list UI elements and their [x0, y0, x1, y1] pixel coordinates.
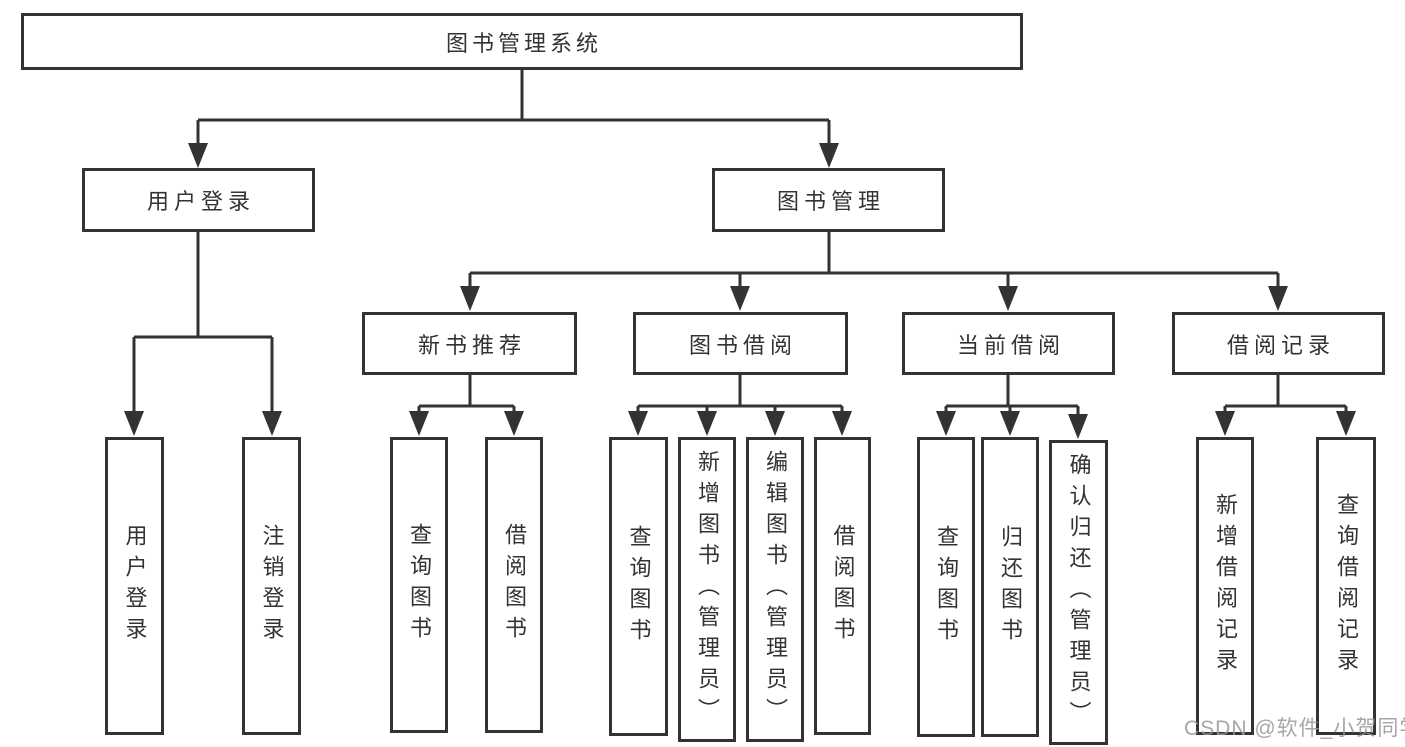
- leaf-return-books: 归还图书: [981, 437, 1039, 737]
- leaf-newbooks-query-label: 查询图书: [407, 523, 432, 647]
- leaf-confirm-return-admin: 确认归还（管理员）: [1049, 440, 1108, 745]
- leaf-add-book-admin: 新增图书（管理员）: [678, 437, 736, 742]
- node-borrow-records-label: 借阅记录: [1226, 332, 1335, 358]
- node-book-management: 图书管理: [712, 168, 945, 232]
- node-new-book-recommend-label: 新书推荐: [417, 332, 526, 358]
- leaf-newbooks-query: 查询图书: [390, 437, 448, 733]
- node-current-borrow-label: 当前借阅: [956, 332, 1065, 358]
- leaf-add-book-admin-label: 新增图书（管理员）: [695, 450, 720, 729]
- node-user-login: 用户登录: [82, 168, 315, 232]
- node-current-borrow: 当前借阅: [902, 312, 1115, 375]
- leaf-confirm-return-admin-label: 确认归还（管理员）: [1066, 453, 1092, 732]
- leaf-borrow-books-label: 借阅图书: [830, 524, 856, 648]
- leaf-newbooks-borrow: 借阅图书: [485, 437, 543, 733]
- leaf-logout-label: 注销登录: [259, 524, 285, 648]
- node-root: 图书管理系统: [21, 13, 1023, 70]
- node-book-management-label: 图书管理: [776, 189, 885, 214]
- leaf-newbooks-borrow-label: 借阅图书: [502, 523, 527, 647]
- leaf-borrow-query-books: 查询图书: [609, 437, 668, 736]
- leaf-add-borrow-record: 新增借阅记录: [1196, 437, 1254, 735]
- leaf-current-query-books: 查询图书: [917, 437, 975, 737]
- leaf-user-login-label: 用户登录: [122, 524, 148, 648]
- leaf-logout: 注销登录: [242, 437, 301, 735]
- leaf-current-query-books-label: 查询图书: [934, 525, 959, 649]
- node-borrow-records: 借阅记录: [1172, 312, 1385, 375]
- node-user-login-label: 用户登录: [146, 189, 255, 214]
- leaf-add-borrow-record-label: 新增借阅记录: [1213, 493, 1238, 679]
- leaf-borrow-query-books-label: 查询图书: [626, 524, 652, 649]
- leaf-user-login: 用户登录: [105, 437, 164, 735]
- leaf-return-books-label: 归还图书: [998, 525, 1023, 649]
- leaf-edit-book-admin: 编辑图书（管理员）: [746, 437, 804, 742]
- node-new-book-recommend: 新书推荐: [362, 312, 577, 375]
- node-book-borrow-label: 图书借阅: [688, 332, 797, 358]
- arrowheads: [124, 143, 1356, 439]
- node-book-borrow: 图书借阅: [633, 312, 848, 375]
- csdn-watermark: CSDN @软件_小贺同学: [1184, 717, 1405, 740]
- leaf-borrow-books: 借阅图书: [814, 437, 871, 735]
- leaf-query-borrow-record: 查询借阅记录: [1316, 437, 1376, 735]
- leaf-edit-book-admin-label: 编辑图书（管理员）: [763, 450, 788, 729]
- node-root-label: 图书管理系统: [445, 30, 602, 56]
- leaf-query-borrow-record-label: 查询借阅记录: [1334, 493, 1359, 679]
